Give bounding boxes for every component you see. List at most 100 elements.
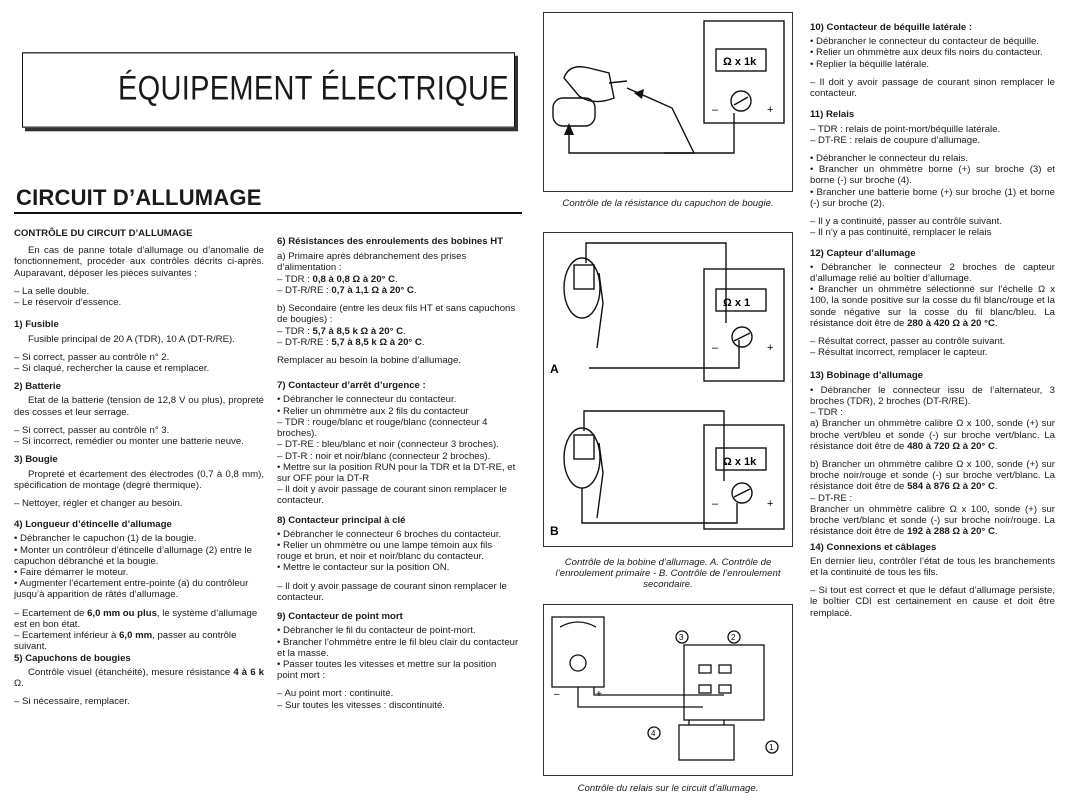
s13-tdr: – TDR : bbox=[810, 407, 843, 419]
s6-title: 6) Résistances des enroulements des bobi… bbox=[277, 236, 504, 247]
column-1: CONTRÔLE DU CIRCUIT D’ALLUMAGE En cas de… bbox=[14, 228, 264, 707]
s5-item: – Si nécessaire, remplacer. bbox=[14, 696, 130, 708]
s11-item: • Débrancher le connecteur du relais. bbox=[810, 152, 969, 164]
s10-item: • Relier un ohmmètre aux deux fils noirs… bbox=[810, 47, 1043, 59]
s5-text: Contrôle visuel (étanchéité), mesure rés… bbox=[14, 666, 264, 689]
col1-heading: CONTRÔLE DU CIRCUIT D’ALLUMAGE bbox=[14, 228, 193, 239]
s2-text: Etat de la batterie (tension de 12,8 V o… bbox=[14, 395, 264, 418]
column-2: 6) Résistances des enroulements des bobi… bbox=[277, 236, 519, 711]
s11-item: • Brancher un ohmmètre borne (+) sur bro… bbox=[810, 164, 1055, 187]
callout-4: 4 bbox=[651, 729, 656, 738]
s14-title: 14) Connexions et câblages bbox=[810, 541, 937, 553]
svg-text:–: – bbox=[554, 689, 560, 700]
s7-item: • Débrancher le connecteur du contacteur… bbox=[277, 394, 457, 406]
s9-item: • Brancher l’ohmmètre entre le fil bleu … bbox=[277, 636, 519, 659]
s4-item: • Monter un contrôleur d’étincelle d’all… bbox=[14, 544, 252, 567]
s12-title: 12) Capteur d’allumage bbox=[810, 247, 916, 259]
intro-paragraph: En cas de panne totale d’allumage ou d’a… bbox=[14, 245, 264, 279]
s3-item: – Nettoyer, régler et changer au besoin. bbox=[14, 497, 183, 509]
s9-title: 9) Contacteur de point mort bbox=[277, 611, 403, 623]
s4-result-ok: – Ecartement de 6,0 mm ou plus, le systè… bbox=[14, 607, 258, 630]
s9-end: – Au point mort : continuité. bbox=[277, 688, 394, 700]
svg-text:–: – bbox=[712, 342, 719, 354]
s9-item: • Débrancher le fil du contacteur de poi… bbox=[277, 625, 476, 637]
s13-dtre: – DT-RE : bbox=[810, 492, 853, 504]
s12-end: – Résultat correct, passer au contrôle s… bbox=[810, 336, 1006, 348]
s8-end: – Il doit y avoir passage de courant sin… bbox=[277, 580, 507, 603]
s6-primary-dtr: – DT-R/RE : 0,7 à 1,1 Ω à 20° C. bbox=[277, 284, 417, 296]
section-title: CIRCUIT D’ALLUMAGE bbox=[16, 185, 262, 210]
s11-type: – TDR : relais de point-mort/béquille la… bbox=[810, 123, 1001, 135]
s2-title: 2) Batterie bbox=[14, 381, 61, 393]
s13-text: • Débrancher le connecteur issu de l’alt… bbox=[810, 384, 1055, 407]
fig2-meter-b: Ω x 1k bbox=[723, 456, 757, 468]
s1-title: 1) Fusible bbox=[14, 319, 59, 331]
chapter-banner: ÉQUIPEMENT ÉLECTRIQUE bbox=[22, 52, 515, 128]
svg-text:+: + bbox=[767, 104, 773, 116]
callout-2: 2 bbox=[731, 633, 736, 642]
s9-end: – Sur toutes les vitesses : discontinuit… bbox=[277, 699, 445, 711]
s4-title: 4) Longueur d’étincelle d’allumage bbox=[14, 519, 172, 531]
figure-1: Ω x 1k – + bbox=[543, 12, 793, 192]
s6-secondary-dtr: – DT-R/RE : 5,7 à 8,5 k Ω à 20° C. bbox=[277, 336, 425, 348]
svg-text:+: + bbox=[767, 498, 773, 510]
section-divider bbox=[14, 212, 522, 214]
s4-item: • Débrancher le capuchon (1) de la bougi… bbox=[14, 533, 197, 545]
s9-item: • Passer toutes les vitesses et mettre s… bbox=[277, 659, 497, 682]
s8-item: • Mettre le contacteur sur la position O… bbox=[277, 562, 450, 574]
coil-diagram: Ω x 1 Ω x 1k A B – + – + bbox=[550, 242, 785, 538]
s11-type: – DT-RE : relais de coupure d’allumage. bbox=[810, 134, 981, 146]
s10-end: – Il doit y avoir passage de courant sin… bbox=[810, 76, 1055, 100]
s13-measure-a: a) Brancher un ohmmètre calibre Ω x 100,… bbox=[810, 418, 1055, 452]
s7-item: • Mettre sur la position RUN pour la TDR… bbox=[277, 461, 516, 484]
s14-end: – Si tout est correct et que le défaut d… bbox=[810, 585, 1055, 619]
s7-item: • Relier un ohmmètre aux 2 fils du conta… bbox=[277, 405, 469, 417]
s12-item: • Débrancher le connecteur 2 broches de … bbox=[810, 261, 1055, 284]
s12-measure: • Brancher un ohmmètre sélectionné sur l… bbox=[810, 284, 1055, 329]
fig1-caption: Contrôle de la résistance du capuchon de… bbox=[562, 198, 774, 209]
s13-measure-b: b) Brancher un ohmmètre calibre Ω x 100,… bbox=[810, 459, 1055, 493]
s7-item: – TDR : rouge/blanc et rouge/blanc (conn… bbox=[277, 416, 488, 440]
s3-text: Propreté et écartement des électrodes (0… bbox=[14, 468, 264, 491]
s8-title: 8) Contacteur principal à clé bbox=[277, 514, 406, 526]
relay-diagram: 3 2 4 1 – + bbox=[551, 616, 779, 761]
s7-item: – DT-R : noir et noir/blanc (connecteur … bbox=[277, 450, 491, 462]
s13-measure-c: Brancher un ohmmètre calibre Ω x 100, so… bbox=[810, 503, 1055, 538]
s12-end: – Résultat incorrect, remplacer le capte… bbox=[810, 347, 988, 359]
column-4: 10) Contacteur de béquille latérale : • … bbox=[810, 22, 1055, 619]
s10-item: • Replier la béquille latérale. bbox=[810, 58, 930, 70]
s4-item: • Faire démarrer le moteur. bbox=[14, 567, 129, 579]
s8-item: • Débrancher le connecteur 6 broches du … bbox=[277, 528, 502, 540]
fig2-label-b: B bbox=[550, 524, 559, 538]
chapter-title: ÉQUIPEMENT ÉLECTRIQUE bbox=[118, 69, 509, 108]
s7-item: – DT-RE : bleu/blanc et noir (connecteur… bbox=[277, 439, 499, 451]
s4-item: • Augmenter l’écartement entre-pointe (a… bbox=[14, 578, 249, 601]
s11-end: – Il y a continuité, passer au contrôle … bbox=[810, 216, 1002, 228]
fig2-label-a: A bbox=[550, 362, 559, 376]
s1-item: – Si correct, passer au contrôle n° 2. bbox=[14, 351, 170, 363]
s2-item: – Si correct, passer au contrôle n° 3. bbox=[14, 424, 170, 436]
s13-title: 13) Bobinage d’allumage bbox=[810, 370, 924, 382]
fig2-caption: Contrôle de la bobine d’allumage. A. Con… bbox=[555, 557, 781, 591]
s11-title: 11) Relais bbox=[810, 109, 855, 121]
figure-3: 3 2 4 1 – + bbox=[543, 604, 793, 776]
s3-title: 3) Bougie bbox=[14, 454, 58, 466]
s6-primary: a) Primaire après débranchement des pris… bbox=[277, 251, 467, 274]
fig2-meter-a: Ω x 1 bbox=[723, 297, 750, 309]
fig1-meter-label: Ω x 1k bbox=[723, 56, 757, 68]
s8-item: • Relier un ohmmètre ou une lampe témoin… bbox=[277, 540, 493, 563]
s6-end: Remplacer au besoin la bobine d’allumage… bbox=[277, 354, 461, 366]
callout-1: 1 bbox=[769, 743, 774, 752]
figure-2: Ω x 1 Ω x 1k A B – + – + bbox=[543, 232, 793, 547]
s6-primary-tdr: – TDR : 0,8 à 0,8 Ω à 20° C. bbox=[277, 273, 398, 285]
s10-title: 10) Contacteur de béquille latérale : bbox=[810, 22, 973, 33]
s11-end: – Il n’y a pas continuité, remplacer le … bbox=[810, 227, 992, 239]
s7-item: – Il doit y avoir passage de courant sin… bbox=[277, 484, 507, 507]
s6-secondary: b) Secondaire (entre les deux fils HT et… bbox=[277, 303, 516, 326]
s1-item: – Si claqué, rechercher la cause et remp… bbox=[14, 362, 210, 374]
intro-item: – Le réservoir d’essence. bbox=[14, 297, 122, 309]
fig3-caption: Contrôle du relais sur le circuit d’allu… bbox=[577, 783, 759, 794]
s2-item: – Si incorrect, remédier ou monter une b… bbox=[14, 436, 244, 448]
svg-text:–: – bbox=[712, 104, 719, 116]
intro-item: – La selle double. bbox=[14, 285, 90, 297]
